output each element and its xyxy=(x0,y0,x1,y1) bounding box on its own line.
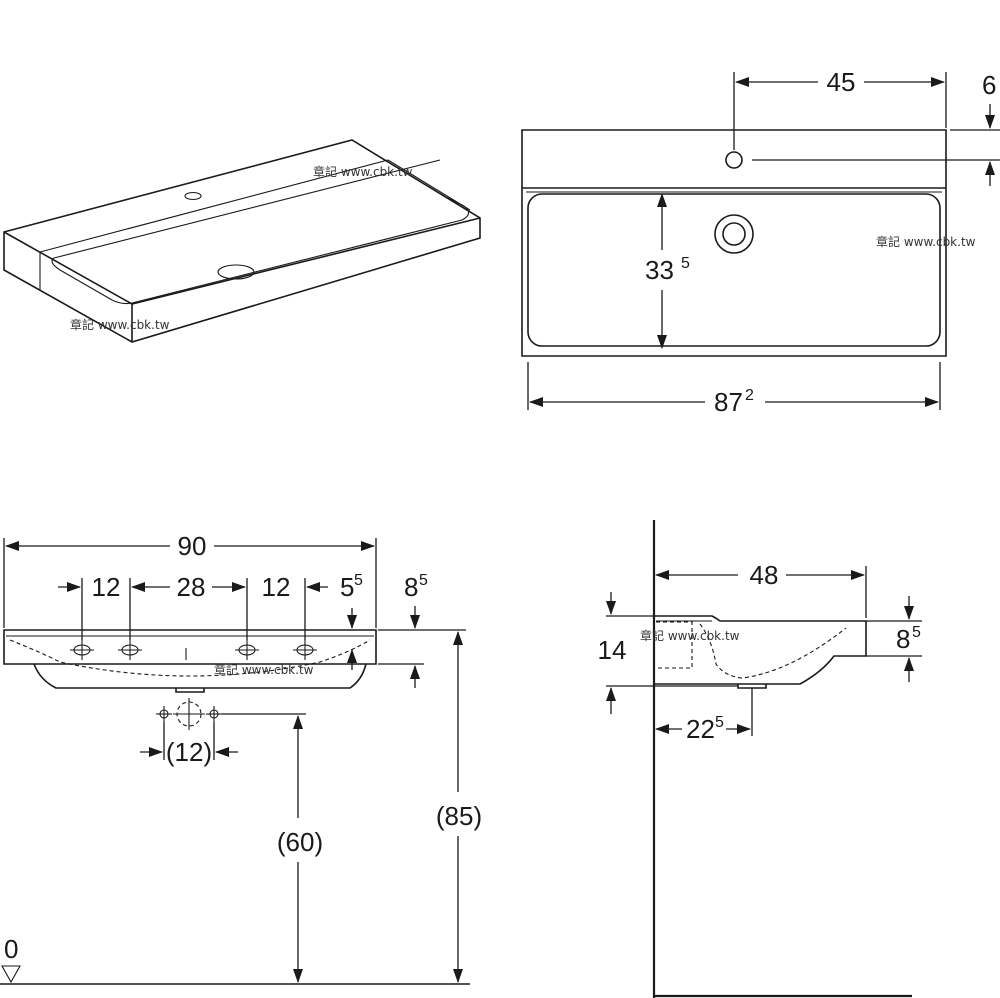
dim-overall-width: 90 xyxy=(178,531,207,561)
dim-drain-height: (60) xyxy=(277,827,323,857)
dim-rim-height-sup: 5 xyxy=(419,572,428,589)
front-view: 90 12 28 12 5 5 8 5 (12) (60) xyxy=(0,531,482,985)
dim-tap-offset: 6 xyxy=(982,70,996,100)
dim-side-rim-height-sup: 5 xyxy=(912,624,921,641)
dim-hole-spacing-middle: 28 xyxy=(177,572,206,602)
dim-side-height: 14 xyxy=(598,635,627,665)
dim-depth-sup: 5 xyxy=(681,255,690,272)
dim-width-top: 45 xyxy=(827,67,856,97)
dim-drain-offset-sup: 5 xyxy=(715,714,724,731)
watermark-front: 章記 www.cbk.tw xyxy=(214,662,314,677)
dim-drain-offset: 22 xyxy=(686,714,715,744)
dim-hole-spacing-right: 12 xyxy=(262,572,291,602)
watermark-side: 章記 www.cbk.tw xyxy=(640,628,740,643)
dim-side-rim-height: 8 xyxy=(896,624,910,654)
drain-fixings xyxy=(156,698,222,730)
tap-holes xyxy=(70,640,317,660)
watermark-iso-bottom: 章記 www.cbk.tw xyxy=(70,317,170,332)
plan-view: 45 6 33 5 87 2 章記 www.cbk.tw xyxy=(521,67,1000,417)
dim-hole-spacing-left: 12 xyxy=(92,572,121,602)
dim-width-bottom: 87 xyxy=(714,387,743,417)
watermark-iso-top: 章記 www.cbk.tw xyxy=(313,164,413,179)
drain-outer-icon xyxy=(714,214,754,254)
dim-depth: 33 xyxy=(645,255,674,285)
dim-edge-offset-sup: 5 xyxy=(354,572,363,589)
side-view: 48 14 8 5 22 5 章記 www.cbk.tw xyxy=(598,520,922,998)
dim-width-bottom-sup: 2 xyxy=(745,387,754,404)
watermark-plan: 章記 www.cbk.tw xyxy=(876,234,976,249)
dim-drain-spacing: (12) xyxy=(166,737,212,767)
dim-rim-height: 8 xyxy=(404,572,418,602)
tap-hole-icon xyxy=(725,151,743,169)
dim-side-depth: 48 xyxy=(750,560,779,590)
dim-total-height: (85) xyxy=(436,801,482,831)
dim-floor-level: 0 xyxy=(4,934,18,964)
drain-inner-icon xyxy=(722,222,746,246)
isometric-view: 章記 www.cbk.tw 章記 www.cbk.tw xyxy=(3,139,481,343)
dim-edge-offset: 5 xyxy=(340,572,354,602)
floor-level-icon xyxy=(1,965,21,984)
